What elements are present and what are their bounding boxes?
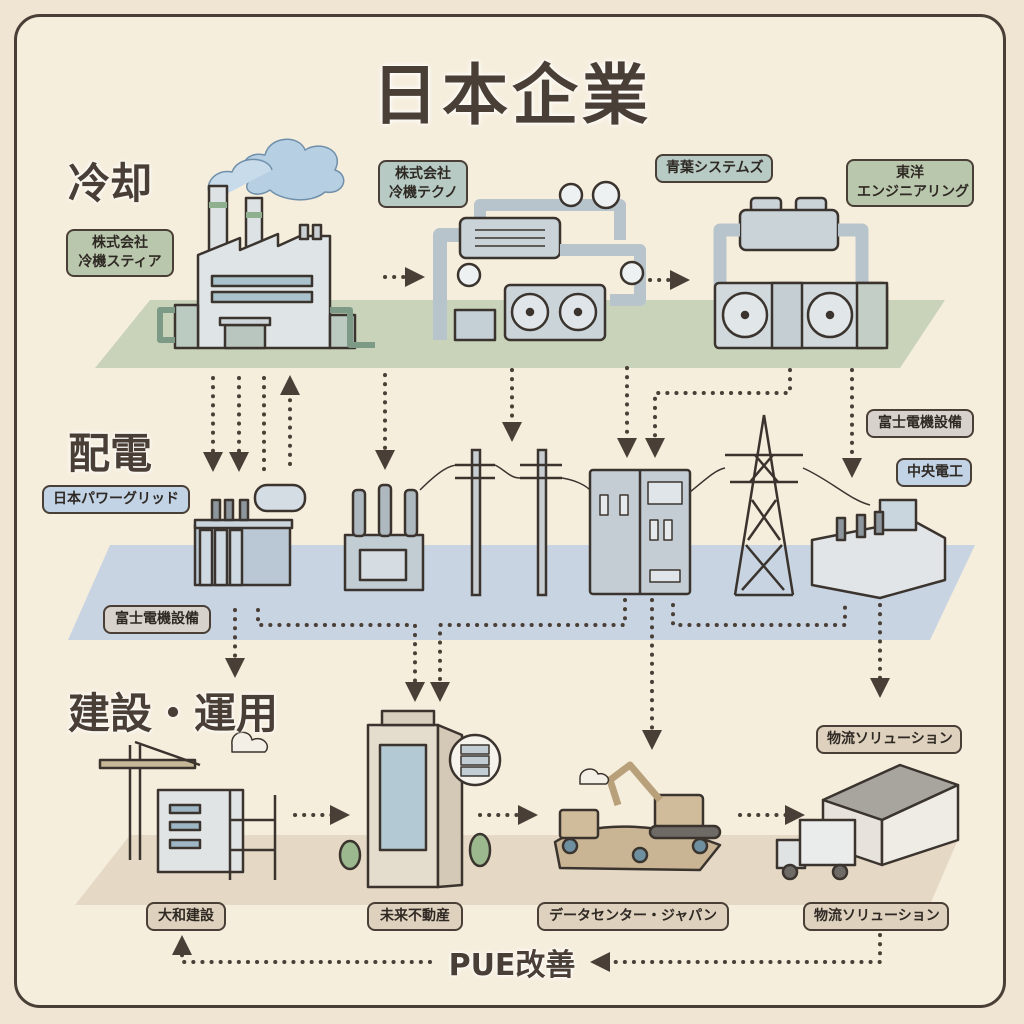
company-label-butsuryu-solution: 物流ソリューション [803,902,949,931]
substation-icon [810,498,947,600]
power-to-construction-flow-arrows [225,598,890,750]
company-label-line: 冷機スティア [78,254,162,270]
chiller-with-gauges-icon [433,180,646,342]
company-label-mirai-fudosan: 未来不動産 [367,902,463,931]
company-label-line: 株式会社 [395,166,451,182]
logistics-warehouse-icon [775,763,960,881]
company-label-reiki-stia: 株式会社 冷機スティア [66,229,174,277]
power-band [68,545,975,640]
company-label-toyo-engineering: 東洋 エンジニアリング [846,159,974,207]
company-label-line: 青葉システムズ [666,160,764,176]
factory-icon [157,138,375,350]
air-cooled-chiller-icon [713,196,889,350]
pue-feedback-loop-arrows [172,933,882,972]
section-heading-cooling: 冷却 [68,159,153,208]
datacenter-tower-icon [338,709,502,889]
company-label-butsuryu-solution-top: 物流ソリューション [816,725,962,754]
section-heading-construction-operation: 建設・運用 [68,689,279,738]
excavation-site-icon [553,761,722,872]
transmission-tower-icon [689,414,871,597]
section-heading-power-distribution: 配電 [68,429,153,478]
page-title: 日本企業 [372,57,652,134]
control-panel-icon [588,468,692,596]
company-label-line: 株式会社 [92,235,148,251]
utility-poles-icon [419,448,591,597]
construction-band [75,835,960,905]
switchgear-transformer-icon [343,483,425,592]
construction-site-icon [98,731,277,880]
company-label-chuo-denko: 中央電工 [896,458,972,487]
oil-transformer-icon [193,483,307,587]
cooling-to-power-flow-arrows [203,366,862,478]
company-label-aoba-systems: 青葉システムズ [655,154,773,183]
company-label-nihon-power-grid: 日本パワーグリッド [42,485,190,514]
pue-improvement-label: PUE改善 [448,948,576,983]
company-label-line: 東洋 [896,165,924,181]
company-label-daiwa-kensetsu: 大和建設 [146,902,226,931]
company-label-fuji-denki-setsubi-east: 富士電機設備 [866,409,974,438]
company-label-datacenter-japan: データセンター・ジャパン [537,902,729,931]
company-label-line: エンジニアリング [857,184,969,200]
company-label-line: 冷機テクノ [389,185,459,201]
company-label-fuji-denki-setsubi: 富士電機設備 [103,605,211,634]
company-label-reiki-techno: 株式会社 冷機テクノ [378,160,468,208]
